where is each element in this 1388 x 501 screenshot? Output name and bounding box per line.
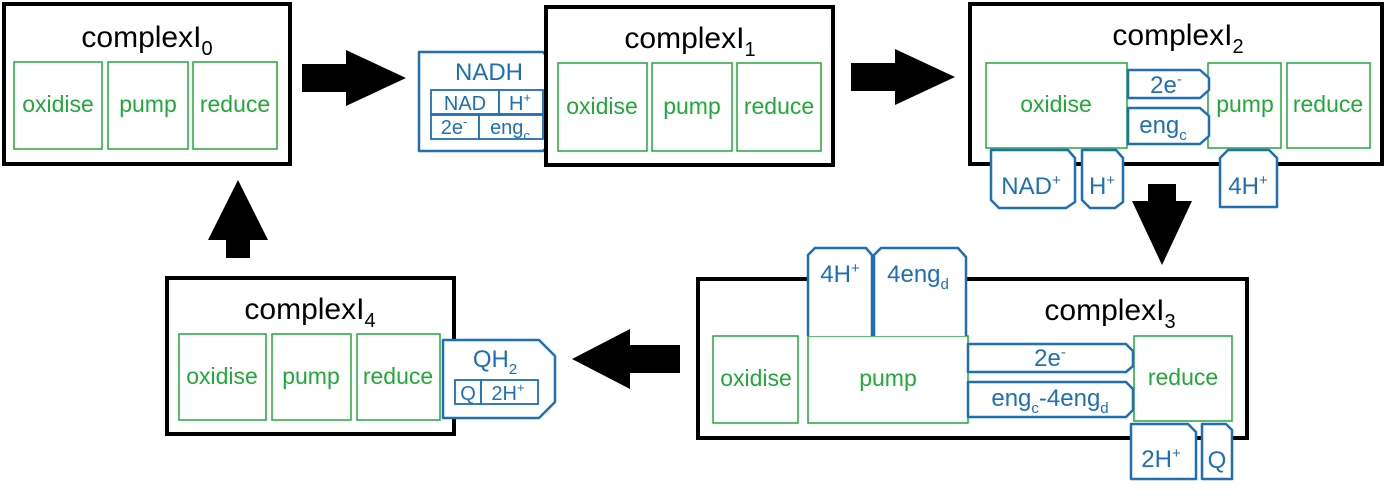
arrow-down [1132, 184, 1192, 265]
complex-3-4h-label: 4H+ [820, 260, 860, 288]
complex-2-pump-label: pump [1216, 91, 1274, 117]
complex-2-4h-label: 4H+ [1228, 172, 1268, 200]
nadh-e-label: 2e- [441, 114, 468, 139]
complex-1-reduce-label: reduce [744, 93, 814, 119]
arrow-up [208, 180, 268, 258]
complex-3-oxidise-box [712, 335, 799, 424]
complex-2: complexI2 oxidise pump reduce 2e- engc N… [968, 2, 1384, 210]
complex-4-pump-label: pump [282, 363, 340, 389]
complex-0-pump-label: pump [119, 91, 177, 117]
complex-3-2h-label: 2H+ [1141, 445, 1181, 473]
complex-3-title: complexI3 [1044, 294, 1175, 333]
complex-2-nad-label: NAD+ [1001, 172, 1061, 200]
complex-4-reduce-label: reduce [363, 363, 433, 389]
complex-4-oxidise-box [178, 333, 267, 421]
complex-3-energy-token [966, 380, 1135, 419]
complex-4-reduce-box [356, 333, 441, 421]
complex-3-reduce-label: reduce [1148, 364, 1218, 390]
complex-2-energy-label: engc [1139, 112, 1187, 144]
complex-2-electron-token [1126, 68, 1211, 100]
qh2-token: QH2 Q 2H+ [441, 338, 557, 420]
complex-3-reduce-box [1133, 335, 1233, 422]
complex-2-reduce-box [1286, 62, 1371, 149]
qh2-title: QH2 [473, 346, 517, 378]
complex-0-reduce-label: reduce [200, 91, 270, 117]
complex-3-4h-token [806, 246, 874, 336]
complex-4-pump-box [271, 333, 352, 421]
complex-2-energy-token [1126, 106, 1211, 146]
nadh-nad-label: NAD [444, 93, 486, 115]
complex-2-nad-token [989, 148, 1077, 210]
complex-3-oxidise-label: oxidise [720, 365, 792, 391]
complex-0-reduce-box [192, 61, 278, 150]
complex-1: complexI1 oxidise pump reduce [544, 5, 835, 167]
qh2-2h-box [480, 379, 539, 405]
complex-3-electron-label: 2e- [1034, 344, 1066, 372]
complex-1-pump-label: pump [663, 93, 721, 119]
complex-2-electron-label: 2e- [1150, 71, 1182, 99]
nadh-e-box [430, 114, 480, 140]
complex-4: complexI4 oxidise pump reduce [165, 276, 456, 436]
nadh-h-box [498, 89, 544, 115]
complex-4-oxidise-label: oxidise [186, 363, 258, 389]
nadh-nad-box [430, 89, 500, 115]
complex-4-title: complexI4 [244, 293, 375, 332]
complex-2-oxidise-box [985, 62, 1128, 149]
complex-3: complexI3 oxidise pump reduce 4H+ 4engd … [696, 246, 1249, 481]
nadh-h-label: H+ [509, 90, 531, 115]
complex-2-proton-label: H+ [1089, 172, 1115, 200]
complex-3-4eng-label: 4engd [887, 261, 949, 293]
nadh-token: NADH NAD H+ 2e- engc [417, 50, 560, 153]
complex-3-energy-label: engc-4engd [991, 385, 1108, 417]
complex-0: complexI0 oxidise pump reduce [2, 2, 292, 166]
complex-0-title: complexI0 [81, 21, 212, 60]
complex-0-oxidise-box [13, 61, 103, 150]
complex-1-pump-box [651, 62, 733, 152]
complex-2-4h-token [1218, 148, 1279, 209]
complex-1-oxidise-box [557, 62, 648, 152]
qh2-q-label: Q [460, 383, 476, 405]
complex-3-q-token [1200, 422, 1234, 481]
complex-2-title: complexI2 [1112, 19, 1243, 58]
complex-2-reduce-label: reduce [1293, 91, 1363, 117]
complex-3-4eng-token [872, 246, 968, 336]
complex-1-reduce-box [736, 62, 822, 152]
complex-1-oxidise-label: oxidise [566, 93, 638, 119]
nadh-eng-box [478, 114, 544, 140]
complex-3-2h-token [1129, 422, 1198, 481]
nadh-title: NADH [455, 59, 523, 86]
complex-2-proton-token [1080, 148, 1125, 210]
qh2-2h-label: 2H+ [491, 380, 524, 405]
complex-3-q-label: Q [1208, 447, 1227, 474]
complex-0-pump-box [107, 61, 189, 150]
complex-2-pump-box [1207, 62, 1282, 149]
complex-1-title: complexI1 [624, 22, 755, 61]
complex-2-oxidise-label: oxidise [1020, 91, 1092, 117]
complex-0-oxidise-label: oxidise [22, 91, 94, 117]
arrow-right-2 [851, 49, 955, 105]
arrow-right-1 [302, 50, 406, 106]
complex-3-electron-token [966, 342, 1135, 374]
complex-3-pump-label: pump [859, 365, 917, 391]
nadh-eng-label: engc [490, 117, 530, 143]
arrow-left [572, 329, 680, 389]
